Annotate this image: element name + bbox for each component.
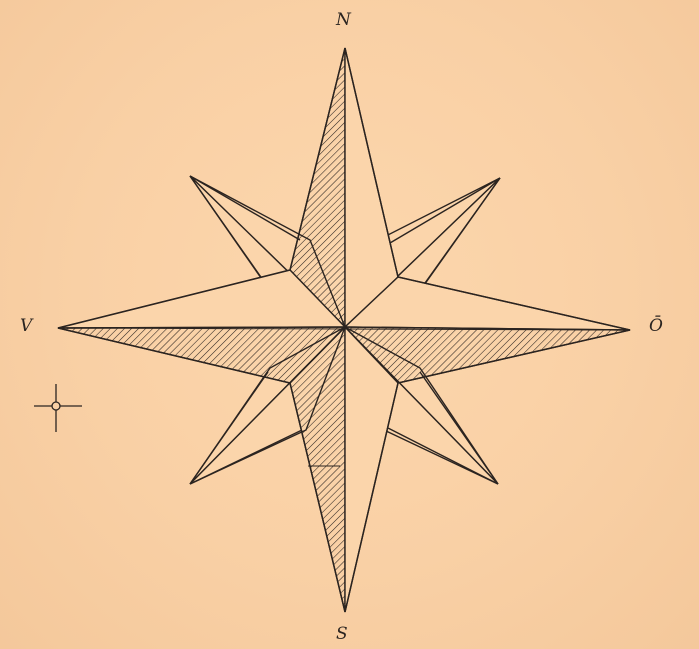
west-label: V (20, 318, 32, 335)
south-point (290, 327, 398, 612)
east-label: Ō (649, 318, 663, 335)
west-point (58, 270, 345, 383)
north-label: N (336, 12, 351, 29)
crosshair-icon (34, 384, 82, 432)
south-label: S (336, 626, 348, 643)
north-point (290, 48, 398, 327)
